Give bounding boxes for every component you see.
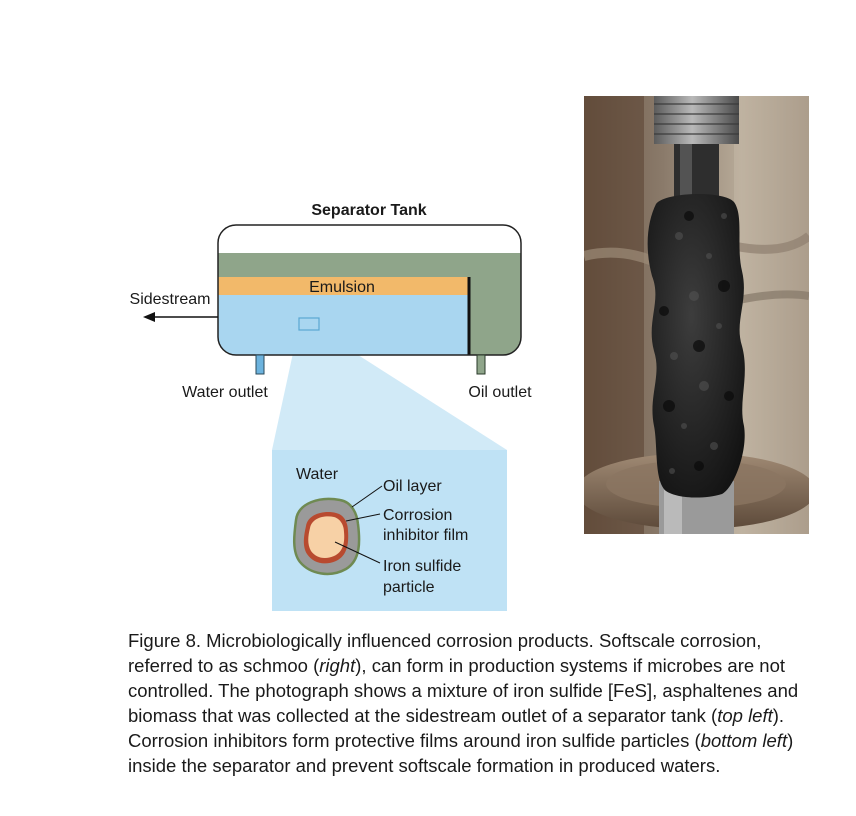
figure-caption: Figure 8. Microbiologically influenced c… <box>128 628 828 778</box>
water-outlet-label: Water outlet <box>182 384 268 401</box>
caption-text-1: Figure 8. Microbiologically influenced c… <box>128 630 762 676</box>
emulsion-label: Emulsion <box>309 279 375 296</box>
oil-layer-leader <box>351 485 383 508</box>
water-outlet-pipe <box>255 354 265 375</box>
sidestream-label: Sidestream <box>130 291 211 308</box>
caption-italic-bottom-left: bottom left <box>700 730 788 751</box>
inset-water-label: Water <box>296 466 339 483</box>
diagram-title: Separator Tank <box>311 202 426 219</box>
sidestream-arrow-head <box>143 312 155 322</box>
water-layer <box>218 295 469 355</box>
particle-label-line2: particle <box>383 579 435 596</box>
tank-contents <box>218 225 521 355</box>
caption-text-4: ) inside the separator and prevent softs… <box>128 730 794 776</box>
caption-italic-top-left: top left <box>717 705 773 726</box>
caption-text-3: ). Corrosion inhibitors form protective … <box>128 705 785 751</box>
inhibitor-label-line2: inhibitor film <box>383 527 468 544</box>
oil-layer-label: Oil layer <box>383 478 442 495</box>
particle-label-line1: Iron sulfide <box>383 558 461 575</box>
iron-sulfide-particle <box>308 516 345 559</box>
oil-outlet-pipe <box>476 354 486 375</box>
emulsion-layer <box>218 277 469 295</box>
oil-outlet-label: Oil outlet <box>468 384 532 401</box>
sample-region-marker <box>298 317 320 331</box>
particle-leader <box>334 541 381 564</box>
inhibitor-leader <box>345 513 381 522</box>
caption-text-2: ), can form in production systems if mic… <box>128 655 799 726</box>
tank-outline <box>217 224 522 356</box>
separator-tank-diagram: Separator Tank Emulsion Water outlet Oil… <box>130 202 532 611</box>
softscale-photo <box>584 96 809 534</box>
inhibitor-label-line1: Corrosion <box>383 507 452 524</box>
caption-italic-right: right <box>319 655 356 676</box>
magnification-wedge <box>272 330 507 450</box>
